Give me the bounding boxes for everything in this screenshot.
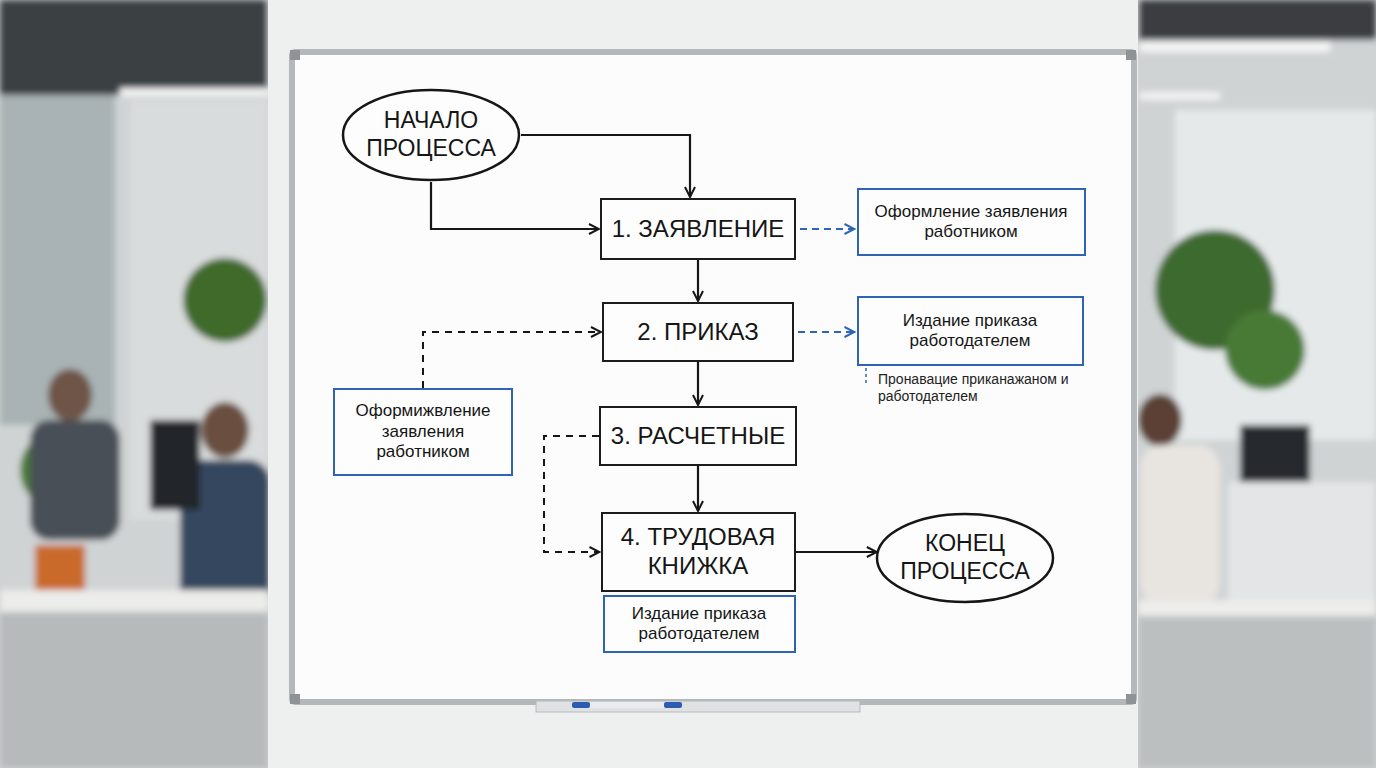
process-box: 4. ТРУДОВАЯ КНИЖКА: [601, 512, 796, 592]
marker-cap: [572, 702, 590, 708]
frame-corner: [1126, 694, 1136, 704]
node-text: Оформижвление заявления работником: [343, 401, 503, 462]
desk: [0, 590, 268, 612]
note-label: Пронавацие приканажаном и работодателем: [878, 371, 1093, 404]
connector: [697, 260, 699, 301]
ceiling-light: [1140, 42, 1330, 52]
connector: [521, 135, 690, 197]
connector: [798, 331, 855, 333]
person: [30, 420, 120, 540]
marker-tray: [536, 701, 860, 712]
monitor: [150, 420, 200, 510]
marker-cap: [664, 702, 682, 708]
note-box: Оформление заявления работником: [857, 188, 1086, 256]
process-box: 2. ПРИКАЗ: [602, 302, 794, 362]
person: [48, 369, 92, 421]
start-ellipse: НАЧАЛО ПРОЦЕССА: [341, 88, 521, 182]
node-text: Оформление заявления работником: [867, 202, 1076, 243]
node-text: 3. РАСЧЕТНЫЕ: [611, 422, 785, 451]
wall: [130, 100, 268, 520]
node-text: 4. ТРУДОВАЯ КНИЖКА: [611, 523, 786, 581]
node-text: НАЧАЛО ПРОЦЕССА: [365, 107, 497, 162]
person: [201, 402, 249, 458]
connector: [431, 182, 599, 229]
ceiling: [1138, 0, 1376, 40]
process-box: 1. ЗАЯВЛЕНИЕ: [600, 198, 796, 260]
connector: [423, 332, 601, 388]
note-box: Издание приказа работодателем: [857, 296, 1084, 366]
desk: [1138, 600, 1376, 616]
partition-wall: [268, 0, 1138, 768]
frame-corner: [1126, 50, 1136, 60]
person: [1138, 394, 1182, 446]
glass-wall: [0, 95, 115, 425]
marker: [572, 702, 682, 708]
frame-corner: [290, 694, 300, 704]
node-text: 2. ПРИКАЗ: [637, 318, 758, 347]
plant: [183, 258, 267, 342]
ellipse-shape: [343, 90, 519, 180]
connector: [800, 228, 855, 230]
node-text: 1. ЗАЯВЛЕНИЕ: [612, 215, 785, 244]
process-box: 3. РАСЧЕТНЫЕ: [599, 406, 797, 466]
ceiling: [0, 0, 268, 95]
floor: [0, 612, 268, 768]
node-text: Издание приказа работодателем: [613, 604, 786, 645]
leader-line: [865, 368, 867, 384]
whiteboard: [292, 52, 1134, 702]
node-text: КОНЕЦ ПРОЦЕССА: [899, 530, 1031, 585]
note-box: Оформижвление заявления работником: [333, 388, 513, 476]
end-ellipse: КОНЕЦ ПРОЦЕССА: [875, 512, 1055, 604]
connector: [796, 551, 877, 553]
note-box: Издание приказа работодателем: [603, 595, 796, 653]
connector: [697, 466, 699, 511]
connector: [697, 362, 699, 405]
node-text: Издание приказа работодателем: [867, 311, 1074, 352]
monitor: [1240, 425, 1310, 485]
plant: [1225, 310, 1305, 390]
ellipse-shape: [877, 514, 1053, 602]
ceiling-light: [1140, 92, 1220, 100]
plant-pot: [35, 545, 85, 595]
person: [1140, 445, 1220, 605]
floor: [1138, 616, 1376, 768]
connector: [544, 436, 600, 552]
frame-corner: [290, 50, 300, 60]
ceiling-light: [120, 88, 270, 96]
